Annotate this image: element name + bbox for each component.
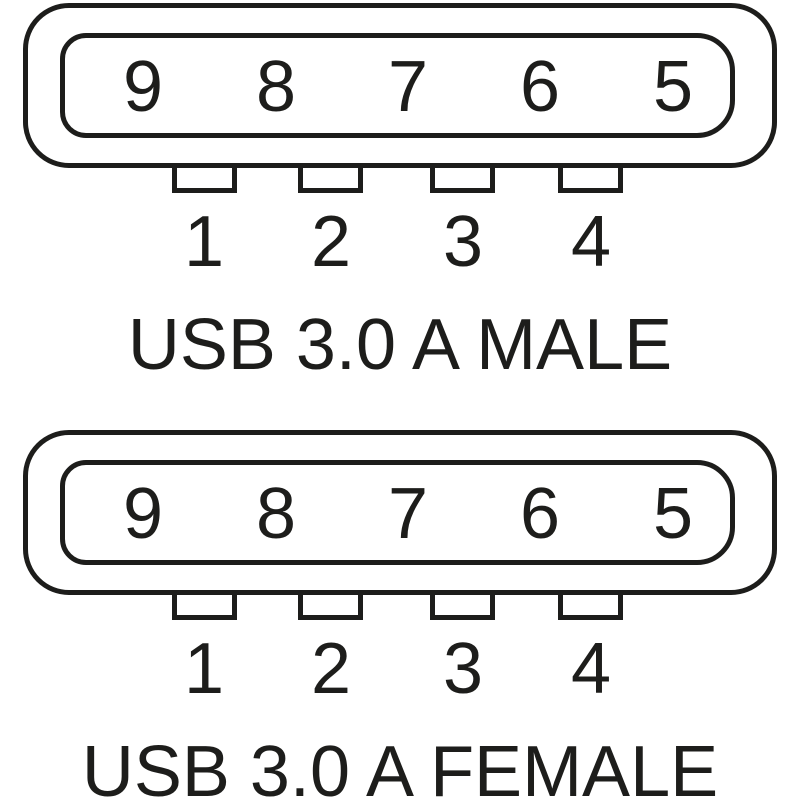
- pin-label-5: 5: [652, 474, 694, 554]
- usb3-a-male-connector: 9 8 7 6 5 1 2 3 4 USB 3.0 A MALE: [0, 0, 800, 381]
- pin-label-5: 5: [652, 47, 694, 127]
- pin-label-8: 8: [255, 474, 297, 554]
- connector-caption-female: USB 3.0 A FEMALE: [81, 732, 719, 800]
- pin-contact-1: [172, 163, 237, 193]
- pin-label-2: 2: [310, 629, 352, 709]
- pin-label-9: 9: [122, 474, 164, 554]
- usb3-a-female-connector: 9 8 7 6 5 1 2 3 4 USB 3.0 A FEMALE: [0, 427, 800, 800]
- pin-contact-2: [298, 590, 363, 620]
- pin-contact-3: [430, 163, 495, 193]
- pin-label-8: 8: [255, 47, 297, 127]
- pin-contact-3: [430, 590, 495, 620]
- connector-cavity: [60, 33, 735, 138]
- pin-contact-2: [298, 163, 363, 193]
- pin-label-2: 2: [310, 202, 352, 282]
- pin-label-3: 3: [442, 629, 484, 709]
- pin-contact-4: [558, 163, 623, 193]
- pin-label-4: 4: [570, 202, 612, 282]
- pin-label-6: 6: [519, 474, 561, 554]
- connector-caption-male: USB 3.0 A MALE: [127, 305, 673, 385]
- pin-label-6: 6: [519, 47, 561, 127]
- pin-label-9: 9: [122, 47, 164, 127]
- pin-contact-1: [172, 590, 237, 620]
- pin-label-4: 4: [570, 629, 612, 709]
- connector-cavity: [60, 460, 735, 565]
- pin-label-3: 3: [442, 202, 484, 282]
- pin-label-7: 7: [387, 47, 429, 127]
- pin-label-7: 7: [387, 474, 429, 554]
- pin-label-1: 1: [183, 202, 225, 282]
- pin-label-1: 1: [183, 629, 225, 709]
- pin-contact-4: [558, 590, 623, 620]
